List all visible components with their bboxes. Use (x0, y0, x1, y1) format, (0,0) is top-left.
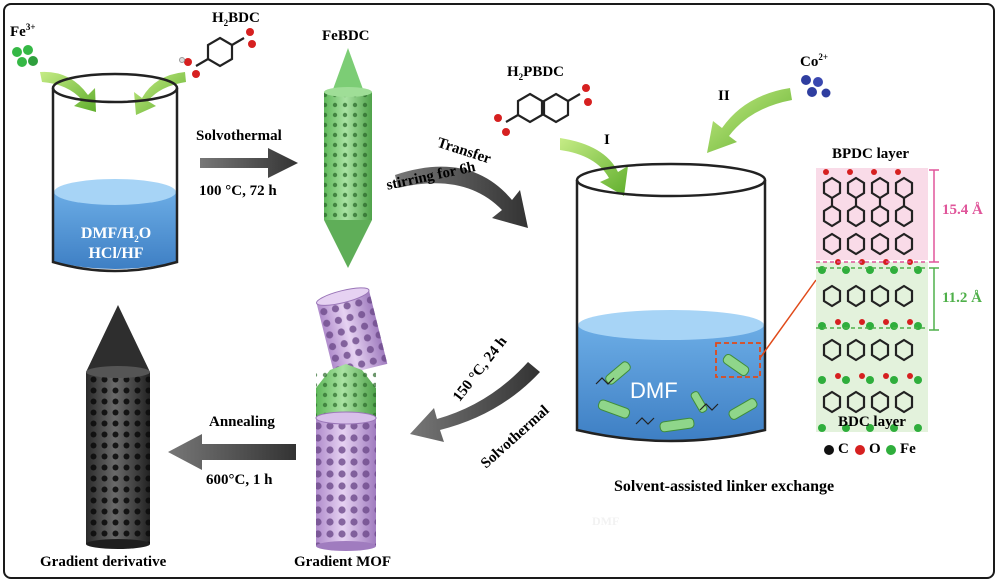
h2pbdc-label: H2PBDC (507, 64, 565, 82)
route-2-label: II (718, 88, 730, 104)
solvothermal-1-label: Solvothermal (196, 128, 282, 144)
figure-border (3, 3, 995, 579)
bdc-spacing-label: 11.2 Å (942, 290, 983, 306)
gradient-mof-icon (315, 287, 388, 551)
beaker-1 (51, 72, 179, 273)
spacing-bracket-top (929, 169, 939, 263)
solvothermal-1-conditions: 100 °C, 72 h (199, 183, 277, 199)
faint-dmf-text: DMF (592, 514, 620, 528)
beaker-2 (575, 162, 767, 443)
h2bdc-molecule-icon (179, 28, 256, 78)
fe-arrow-icon (40, 71, 96, 112)
zoom-lines (759, 279, 817, 359)
beaker-1-solvent: DMF/H2O (80, 225, 152, 245)
gradient-derivative-label: Gradient derivative (40, 554, 167, 570)
bpdc-layer-label: BPDC layer (832, 146, 910, 162)
legend-carbon: C (838, 441, 849, 457)
annealing-label: Annealing (209, 414, 275, 430)
legend-oxygen: O (869, 441, 881, 457)
bdc-layer-label: BDC layer (838, 414, 906, 430)
gradient-mof-label: Gradient MOF (294, 554, 392, 570)
legend-iron: Fe (900, 441, 916, 457)
crystal-structure-icon (816, 168, 928, 432)
route-2-arrow-icon (707, 88, 792, 153)
transfer-arrow-icon (395, 166, 528, 228)
solvothermal-arrow-icon (200, 148, 298, 178)
linker-exchange-caption: Solvent-assisted linker exchange (614, 478, 835, 495)
solvothermal-2-arrow-icon (410, 362, 540, 442)
annealing-arrow-icon (168, 434, 296, 470)
febdc-label: FeBDC (322, 28, 370, 44)
h2pbdc-molecule-icon (494, 84, 592, 136)
gradient-derivative-icon (86, 305, 150, 549)
spacing-bracket-bottom (929, 267, 939, 331)
annealing-conditions: 600°C, 1 h (206, 472, 273, 488)
febdc-crystal-icon (324, 48, 372, 268)
bpdc-spacing-label: 15.4 Å (942, 202, 983, 218)
route-1-arrow-icon (560, 138, 628, 196)
iron-ions-icon (12, 45, 38, 67)
route-1-label: I (604, 132, 610, 148)
cobalt-ions-icon (801, 75, 831, 98)
legend-dots (824, 445, 896, 455)
h2bdc-label: H2BDC (212, 10, 260, 28)
beaker-1-acid: HCl/HF (88, 245, 144, 262)
co-ion-label: Co2+ (800, 52, 828, 70)
fe-ion-label: Fe3+ (10, 22, 36, 40)
beaker-2-solvent: DMF (630, 378, 678, 403)
